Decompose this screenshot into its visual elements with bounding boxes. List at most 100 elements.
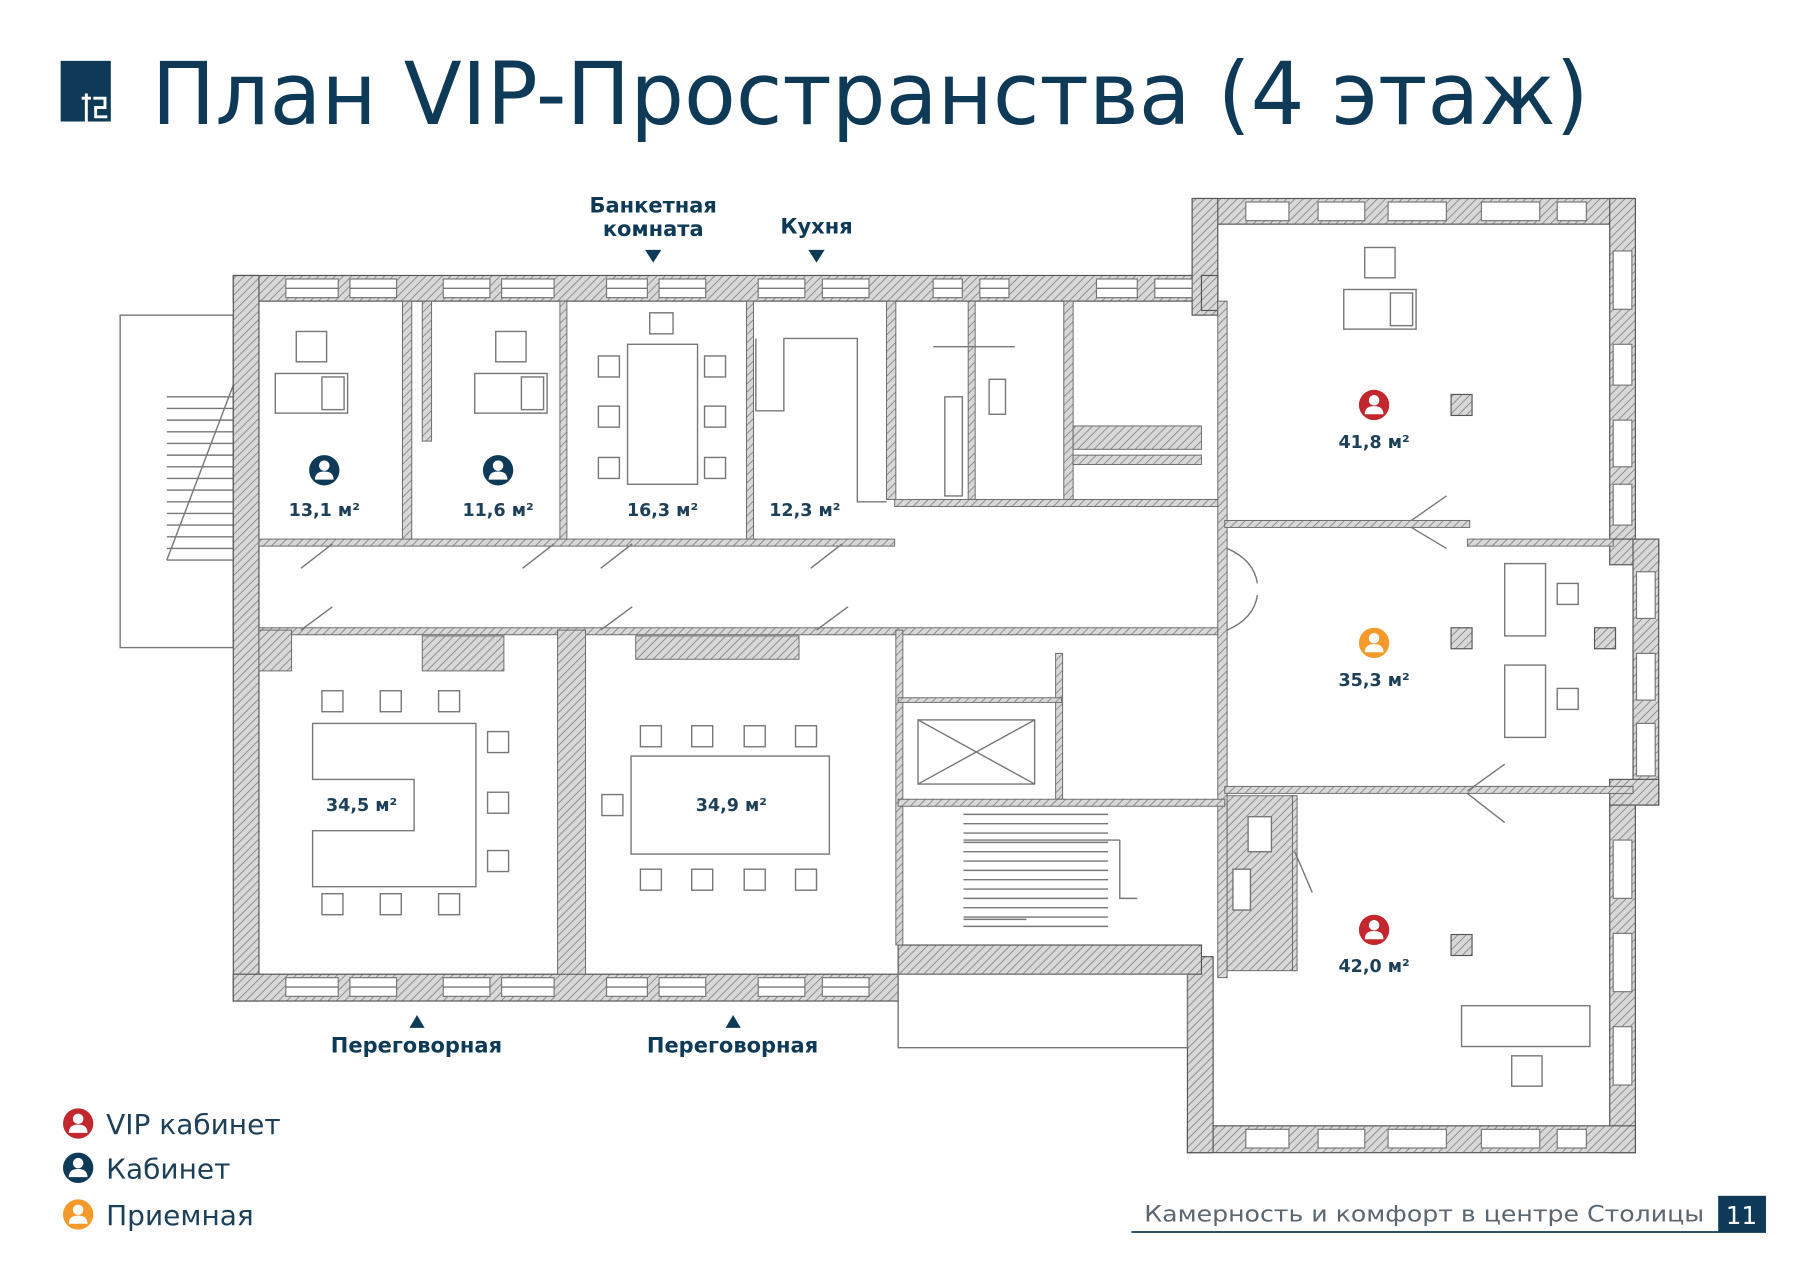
chair xyxy=(1511,1055,1543,1087)
desk xyxy=(1504,562,1547,637)
meeting-table xyxy=(630,755,831,855)
chair xyxy=(703,405,727,428)
counter xyxy=(944,396,964,497)
chair xyxy=(1556,582,1579,606)
interior-wall xyxy=(895,629,904,946)
legend: VIP кабинет Кабинет Приемная xyxy=(62,1108,281,1232)
interior-wall xyxy=(897,697,1062,703)
page-number-badge xyxy=(1718,1195,1767,1232)
chair xyxy=(743,725,766,748)
chair xyxy=(743,868,766,891)
door-swing xyxy=(600,543,633,569)
legend-label: VIP кабинет xyxy=(106,1108,280,1141)
interior-wall xyxy=(421,300,433,442)
interior-wall xyxy=(1291,795,1298,972)
door-swing xyxy=(522,543,555,569)
window xyxy=(1635,722,1656,777)
room-area: 34,5 м² xyxy=(326,796,397,816)
interior-wall xyxy=(886,300,897,500)
interior-wall xyxy=(1063,300,1074,500)
desk-drawer xyxy=(321,376,345,411)
exterior-wall xyxy=(897,944,1203,975)
window xyxy=(1245,1128,1290,1149)
interior-wall xyxy=(1224,785,1634,794)
cabinet-icon xyxy=(309,455,340,486)
footer-tagline: Камерность и комфорт в центре Столицы xyxy=(1144,1201,1704,1227)
page-title: План VIP-Пространства (4 этаж) xyxy=(152,45,1589,145)
kitchen-counter xyxy=(755,337,887,503)
meeting-2-arrow-icon xyxy=(725,1015,741,1028)
chair xyxy=(495,330,527,363)
exterior-wall xyxy=(1186,956,1214,1154)
window xyxy=(1635,652,1656,701)
room-area: 11,6 м² xyxy=(462,501,533,521)
chair xyxy=(597,355,621,378)
room-area: 12,3 м² xyxy=(769,501,840,521)
column xyxy=(1450,933,1473,957)
interior-wall xyxy=(1224,519,1471,528)
window xyxy=(1317,1128,1366,1149)
chair xyxy=(1556,687,1579,711)
chair xyxy=(639,868,663,891)
vip-icon xyxy=(1358,389,1390,421)
window xyxy=(1612,419,1633,468)
room-area: 35,3 м² xyxy=(1338,671,1409,691)
window xyxy=(1612,483,1633,526)
chair xyxy=(486,730,510,754)
chair xyxy=(691,868,714,891)
interior-wall xyxy=(258,629,293,672)
chair xyxy=(295,330,328,363)
banquet-arrow-icon xyxy=(645,249,662,263)
sink xyxy=(1232,868,1252,911)
desk-drawer xyxy=(1389,292,1414,327)
room-area: 13,1 м² xyxy=(289,501,360,521)
room-area: 42,0 м² xyxy=(1338,957,1409,977)
window xyxy=(1480,201,1541,222)
window xyxy=(1612,932,1633,993)
chair xyxy=(1364,246,1396,279)
chair xyxy=(321,690,344,713)
chair xyxy=(321,893,344,916)
window xyxy=(1480,1128,1541,1149)
interior-wall xyxy=(746,300,754,545)
room-area: 34,9 м² xyxy=(696,796,767,816)
exterior-stair xyxy=(119,314,234,649)
chair xyxy=(597,405,621,428)
desk-drawer xyxy=(520,376,545,411)
banquet-label-line1: Банкетная xyxy=(589,193,716,217)
chair xyxy=(437,893,461,916)
interior-wall xyxy=(1072,425,1202,450)
interior-wall xyxy=(967,300,976,500)
sink xyxy=(988,378,1007,415)
banquet-table xyxy=(626,343,699,485)
interior-wall xyxy=(635,635,800,660)
interior-wall xyxy=(421,635,505,672)
chair xyxy=(601,793,624,817)
stair-line xyxy=(166,384,234,561)
interior-wall xyxy=(557,629,587,975)
stair-line xyxy=(963,839,1138,921)
interior-wall xyxy=(401,300,413,545)
meeting-2-label: Переговорная xyxy=(647,1033,818,1057)
toilet xyxy=(1247,816,1273,853)
legend-reception-icon xyxy=(62,1199,94,1230)
chair xyxy=(379,893,402,916)
chair xyxy=(437,690,461,713)
window xyxy=(1317,201,1366,222)
reception-icon xyxy=(1358,627,1390,659)
exterior-wall xyxy=(1200,274,1219,312)
window xyxy=(1245,201,1290,222)
exterior-wall xyxy=(232,274,260,1002)
interior-wall xyxy=(258,538,896,547)
legend-vip-icon xyxy=(62,1108,94,1139)
interior-wall xyxy=(1055,652,1064,800)
meeting-1-label: Переговорная xyxy=(331,1033,502,1057)
chair xyxy=(649,312,674,335)
door-swing xyxy=(816,606,849,631)
banquet-label-line2: комната xyxy=(603,217,704,241)
interior-wall xyxy=(1217,300,1228,979)
window xyxy=(1387,1128,1447,1149)
meeting-table xyxy=(311,722,477,888)
room-area: 16,3 м² xyxy=(627,501,698,521)
window xyxy=(1556,1128,1587,1149)
